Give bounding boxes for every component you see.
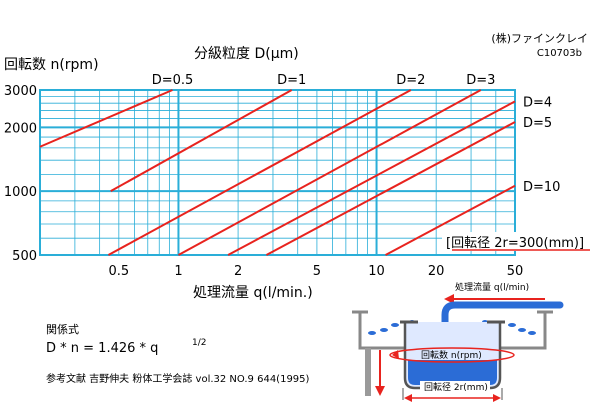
series-label: D=1 xyxy=(277,73,306,88)
series-label: D=10 xyxy=(523,180,560,195)
series-line-d-10 xyxy=(385,184,516,256)
series-line-d-3 xyxy=(177,89,482,256)
series-label: D=3 xyxy=(466,73,495,88)
rotor-diameter-annotation: [回転径 2r=300(mm)] xyxy=(442,232,594,251)
x-tick-label: 50 xyxy=(507,264,524,279)
y-tick-label: 1000 xyxy=(4,185,37,200)
bowl-water xyxy=(408,360,497,385)
series-line-d-5 xyxy=(265,121,516,256)
y-tick-label: 500 xyxy=(12,249,37,264)
series-line-d-2 xyxy=(107,89,412,256)
y-axis-title: 回転数 n(rpm) xyxy=(4,57,99,73)
series-label: D=4 xyxy=(523,95,552,110)
document-code: C10703b xyxy=(537,48,582,59)
rotation-arrow-head xyxy=(392,350,399,359)
annotation-background xyxy=(442,232,594,251)
x-tick-label: 1 xyxy=(174,264,182,279)
y-tick-labels: 500 1000 2000 3000 xyxy=(4,84,37,264)
company-name: (株)ファインクレイ xyxy=(491,31,588,45)
formula-exponent: 1/2 xyxy=(192,338,206,348)
y-tick-label: 3000 xyxy=(4,84,37,99)
series-line-d-1 xyxy=(110,89,293,193)
series-labels: D=0.5 D=1 D=2 D=3D=4D=5D=10 xyxy=(152,73,561,195)
x-tick-label: 5 xyxy=(313,264,321,279)
x-axis-title: 処理流量 q(l/min.) xyxy=(193,285,313,301)
outlet-pipe xyxy=(365,348,371,396)
flow-rate-label: 処理流量 q(l/min) xyxy=(455,281,529,293)
series-line-d-0-5 xyxy=(39,89,173,148)
x-tick-label: 20 xyxy=(428,264,445,279)
feed-pipe xyxy=(441,301,564,329)
reference-text: 参考文献 吉野伸夫 粉体工学会誌 vol.32 NO.9 644(1995) xyxy=(46,372,310,385)
x-tick-labels: 0.5 1 2 5 10 20 50 xyxy=(108,264,523,279)
x-tick-label: 0.5 xyxy=(108,264,129,279)
rotation-arrow xyxy=(389,347,515,363)
plot-area: D=0.5 D=1 D=2 D=3D=4D=5D=10 500 1000 2000 3000… xyxy=(4,73,561,279)
annotation-text: [回転径 2r=300(mm)] xyxy=(446,236,584,251)
inflow-arrow-head xyxy=(444,294,454,304)
diameter-label: 回転径 2r(mm) xyxy=(424,381,488,393)
plot-frame xyxy=(39,89,516,256)
formula-lhs: D * n = 1.426 * q xyxy=(46,341,158,356)
series-label: D=0.5 xyxy=(152,73,194,88)
outflow-arrow-head xyxy=(375,386,385,396)
chart-title: 分級粒度 D(μm) xyxy=(194,46,299,62)
centrifuge-diagram: 処理流量 q(l/min) 回転数 n(rpm) xyxy=(352,281,564,402)
x-tick-label: 10 xyxy=(368,264,385,279)
series-line-d-4 xyxy=(227,100,516,256)
rpm-label: 回転数 n(rpm) xyxy=(421,349,482,361)
y-tick-label: 2000 xyxy=(4,121,37,136)
formula-heading: 関係式 xyxy=(46,323,79,336)
x-tick-label: 2 xyxy=(234,264,242,279)
series-label: D=2 xyxy=(396,73,425,88)
series-label: D=5 xyxy=(523,116,552,131)
series-lines xyxy=(39,89,516,256)
